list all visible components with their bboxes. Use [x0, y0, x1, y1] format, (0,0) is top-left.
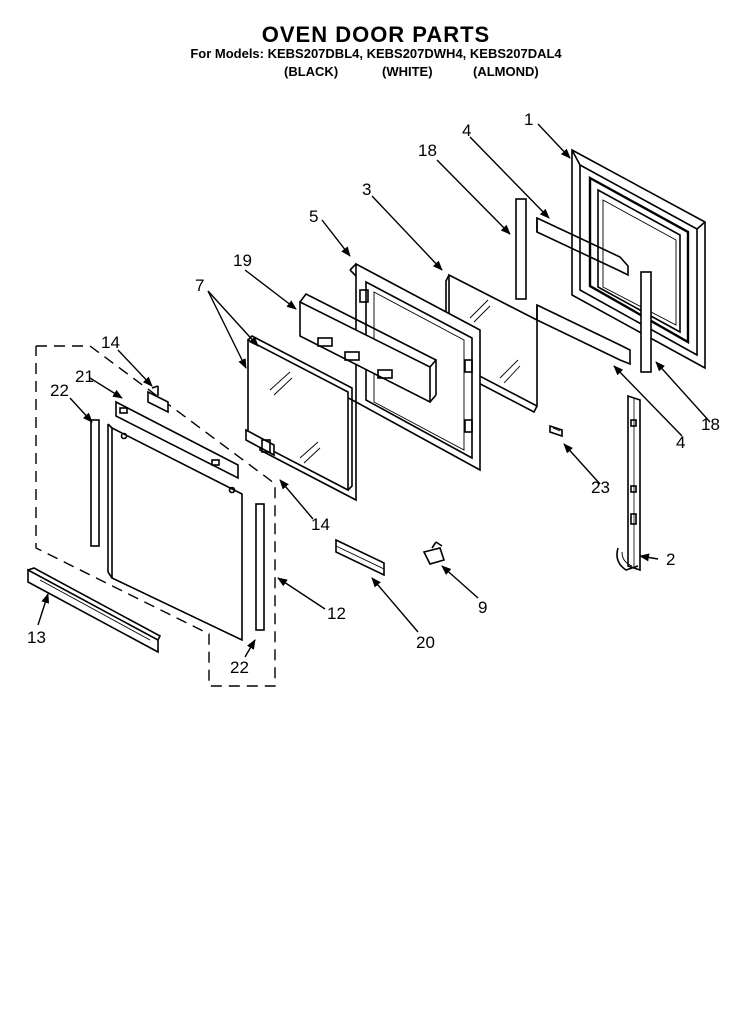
callout-labels: 1 2 3 4 4 5 7 9 12 13 14 14 18 18 19 20 …: [27, 110, 720, 677]
callout-23: 23: [591, 478, 610, 497]
hinge-part-2: [616, 394, 641, 572]
callout-22-upper: 22: [50, 381, 69, 400]
callout-5: 5: [309, 207, 318, 226]
hinge-bracket-part-14-upper: [147, 385, 169, 414]
top-trim-part-21: [115, 400, 239, 480]
callout-4-lower: 4: [676, 433, 685, 452]
models-line: For Models: KEBS207DBL4, KEBS207DWH4, KE…: [190, 46, 562, 61]
callout-4-upper: 4: [462, 121, 471, 140]
insulation-strip-part-4-upper: [536, 216, 629, 277]
callout-20: 20: [416, 633, 435, 652]
callout-18-lower: 18: [701, 415, 720, 434]
callout-12: 12: [327, 604, 346, 623]
leader-arrows: [37, 123, 711, 658]
baffle-part-19: [299, 292, 438, 404]
color-white: (WHITE): [382, 64, 433, 79]
side-strip-part-18-left: [515, 198, 527, 300]
door-handle-part-13: [27, 567, 162, 654]
outer-door-dashed-outline: [35, 345, 276, 687]
side-trim-part-22-left: [90, 419, 100, 547]
clip-part-23: [549, 424, 563, 438]
callout-14-upper: 14: [101, 333, 120, 352]
callout-2: 2: [666, 550, 675, 569]
color-almond: (ALMOND): [473, 64, 539, 79]
callout-21: 21: [75, 367, 94, 386]
color-black: (BLACK): [284, 64, 339, 79]
vent-part-20: [335, 538, 385, 577]
diagram-title: OVEN DOOR PARTS: [261, 22, 491, 47]
callout-14-lower: 14: [311, 515, 330, 534]
door-frame-part-1: [571, 148, 706, 370]
side-trim-part-22-right: [255, 503, 265, 631]
callout-19: 19: [233, 251, 252, 270]
hinge-bracket-part-14-lower: [245, 428, 275, 457]
callout-7: 7: [195, 276, 204, 295]
callout-18-upper: 18: [418, 141, 437, 160]
callout-9: 9: [478, 598, 487, 617]
callout-13: 13: [27, 628, 46, 647]
callout-3: 3: [362, 180, 371, 199]
side-strip-part-18-right: [640, 271, 652, 373]
clip-part-9: [422, 541, 446, 565]
callout-1: 1: [524, 110, 533, 129]
outer-door-panel-part-12: [107, 423, 243, 642]
callout-22-lower: 22: [230, 658, 249, 677]
